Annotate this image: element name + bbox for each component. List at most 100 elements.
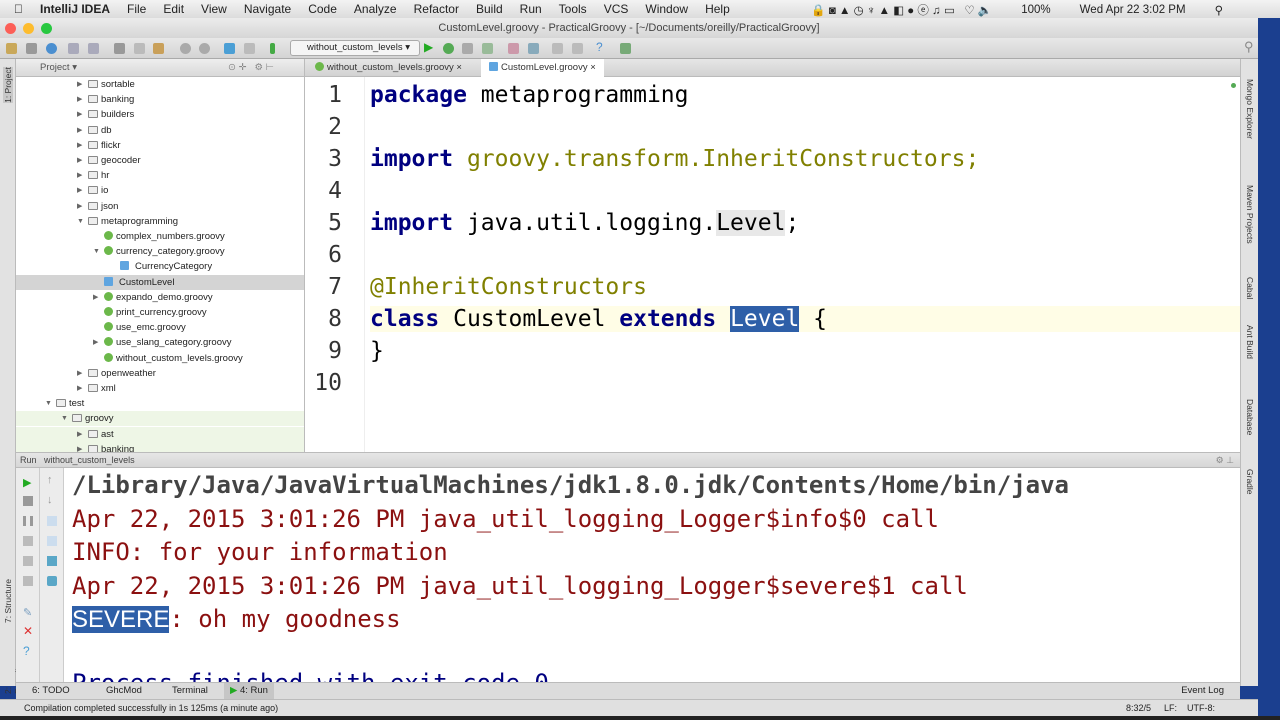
run-configuration-select[interactable]: without_custom_levels ▾ xyxy=(290,40,420,56)
cut-icon[interactable] xyxy=(114,43,125,54)
tree-item[interactable]: ▼metaprogramming xyxy=(16,214,304,229)
tree-item[interactable]: ▶xml xyxy=(16,381,304,396)
maven-projects-tool-button[interactable]: Maven Projects xyxy=(1245,185,1255,244)
status-icons[interactable]: 🔒 ◙ ▲ ◷ ♆ ▲ ◧ ● ⓔ ♫ ▭ ♡ 🔈 xyxy=(811,5,993,17)
tree-item[interactable]: ▶sortable xyxy=(16,77,304,92)
expand-arrow-icon[interactable]: ▼ xyxy=(61,415,68,423)
menu-navigate[interactable]: Navigate xyxy=(234,2,291,16)
close-window-button[interactable] xyxy=(5,23,16,34)
exit-icon[interactable] xyxy=(23,556,33,566)
expand-arrow-icon[interactable]: ▶ xyxy=(77,141,83,149)
project-view-select[interactable]: Project xyxy=(40,62,70,73)
close-run-icon[interactable]: ✕ xyxy=(23,624,34,638)
tab-without-custom-levels[interactable]: without_custom_levels.groovy × xyxy=(307,59,470,77)
menu-app-name[interactable]: IntelliJ IDEA xyxy=(31,2,110,16)
menu-refactor[interactable]: Refactor xyxy=(404,2,459,16)
expand-arrow-icon[interactable]: ▶ xyxy=(77,202,83,210)
expand-arrow-icon[interactable]: ▶ xyxy=(77,96,83,104)
print-icon[interactable] xyxy=(47,556,57,566)
pause-icon[interactable] xyxy=(23,516,33,526)
pin-icon[interactable]: ✎ xyxy=(23,607,33,619)
menu-tools[interactable]: Tools xyxy=(549,2,587,16)
apple-icon[interactable]:  xyxy=(14,2,23,16)
caret-position[interactable]: 8:32/5 xyxy=(1126,703,1152,713)
down-arrow-icon[interactable]: ↓ xyxy=(47,494,53,506)
open-icon[interactable] xyxy=(6,43,17,54)
expand-arrow-icon[interactable]: ▶ xyxy=(77,111,83,119)
replace-icon[interactable] xyxy=(199,43,210,54)
menu-file[interactable]: File xyxy=(118,2,146,16)
project-structure-icon[interactable] xyxy=(528,43,539,54)
menu-window[interactable]: Window xyxy=(636,2,688,16)
forward-icon[interactable] xyxy=(244,43,255,54)
vcs-icon[interactable] xyxy=(508,43,519,54)
menu-run[interactable]: Run xyxy=(510,2,542,16)
menu-vcs[interactable]: VCS xyxy=(594,2,629,16)
tree-item[interactable]: ▶hr xyxy=(16,168,304,183)
expand-arrow-icon[interactable]: ▶ xyxy=(77,126,83,134)
coverage-icon[interactable] xyxy=(462,43,473,54)
line-separator[interactable]: LF: xyxy=(1164,703,1178,713)
tree-item[interactable]: print_currency.groovy xyxy=(16,305,304,320)
tree-item[interactable]: ▼groovy xyxy=(16,411,304,427)
stop-icon[interactable] xyxy=(23,496,33,506)
profile-icon[interactable] xyxy=(482,43,493,54)
debug-icon[interactable] xyxy=(443,43,454,54)
tree-item[interactable]: ▼currency_category.groovy xyxy=(16,244,304,259)
undo-icon[interactable] xyxy=(68,43,79,54)
expand-arrow-icon[interactable]: ▶ xyxy=(93,293,99,301)
expand-arrow-icon[interactable]: ▶ xyxy=(77,385,83,392)
terminal-tab[interactable]: Terminal xyxy=(172,685,208,696)
project-tool-button[interactable]: 1: Project xyxy=(3,67,13,103)
tree-item[interactable]: ▶json xyxy=(16,199,304,214)
battery-percent[interactable]: 100% xyxy=(1021,4,1051,16)
expand-arrow-icon[interactable]: ▶ xyxy=(77,369,83,377)
menu-help[interactable]: Help xyxy=(696,2,730,16)
run-config-tab[interactable]: without_custom_levels xyxy=(44,455,135,465)
expand-arrow-icon[interactable]: ▶ xyxy=(77,157,83,164)
find-icon[interactable] xyxy=(180,43,191,54)
tree-item[interactable]: ▶banking xyxy=(16,92,304,107)
tree-item[interactable]: ▶builders xyxy=(16,107,304,122)
expand-arrow-icon[interactable]: ▶ xyxy=(77,187,83,195)
make-icon[interactable] xyxy=(270,43,275,54)
android-icon[interactable] xyxy=(572,43,583,54)
run-tab[interactable]: ▶ 4: Run xyxy=(224,683,274,699)
soft-wrap-icon[interactable] xyxy=(47,516,57,526)
help-icon[interactable]: ? xyxy=(596,40,603,54)
plugin-icon[interactable] xyxy=(620,43,631,54)
menu-code[interactable]: Code xyxy=(299,2,337,16)
tree-item[interactable]: ▶io xyxy=(16,183,304,198)
menu-edit[interactable]: Edit xyxy=(154,2,184,16)
tree-item[interactable]: CurrencyCategory xyxy=(16,259,304,274)
database-tool-button[interactable]: Database xyxy=(1245,399,1255,436)
scroll-to-end-icon[interactable] xyxy=(47,536,57,546)
cabal-tool-button[interactable]: Cabal xyxy=(1245,277,1255,300)
tree-item[interactable]: ▼test xyxy=(16,396,304,411)
copy-icon[interactable] xyxy=(134,43,145,54)
tab-customlevel[interactable]: CustomLevel.groovy × xyxy=(481,59,604,77)
tree-item[interactable]: ▶openweather xyxy=(16,366,304,381)
search-everywhere-icon[interactable]: ⚲ xyxy=(1244,39,1254,54)
expand-arrow-icon[interactable]: ▼ xyxy=(45,400,52,408)
menu-analyze[interactable]: Analyze xyxy=(344,2,397,16)
tree-item[interactable]: ▶geocoder xyxy=(16,153,304,168)
tree-item[interactable]: ▶flickr xyxy=(16,138,304,153)
expand-arrow-icon[interactable]: ▶ xyxy=(77,430,83,438)
spotlight-icon[interactable]: ⚲ xyxy=(1214,5,1223,17)
rerun-icon[interactable]: ▶ xyxy=(23,477,32,489)
save-icon[interactable] xyxy=(26,43,37,54)
console-output[interactable]: /Library/Java/JavaVirtualMachines/jdk1.8… xyxy=(72,468,1240,682)
clock[interactable]: Wed Apr 22 3:02 PM xyxy=(1079,4,1186,16)
dump-threads-icon[interactable] xyxy=(23,536,33,546)
tree-item[interactable]: use_emc.groovy xyxy=(16,320,304,335)
tree-item[interactable]: complex_numbers.groovy xyxy=(16,229,304,244)
menu-build[interactable]: Build xyxy=(466,2,503,16)
expand-arrow-icon[interactable]: ▶ xyxy=(77,81,83,88)
minimize-window-button[interactable] xyxy=(23,23,34,34)
redo-icon[interactable] xyxy=(88,43,99,54)
layout-icon[interactable] xyxy=(23,576,33,586)
event-log-tab[interactable]: Event Log xyxy=(1181,685,1224,696)
sync-icon[interactable] xyxy=(46,43,57,54)
clear-all-icon[interactable] xyxy=(47,576,57,586)
